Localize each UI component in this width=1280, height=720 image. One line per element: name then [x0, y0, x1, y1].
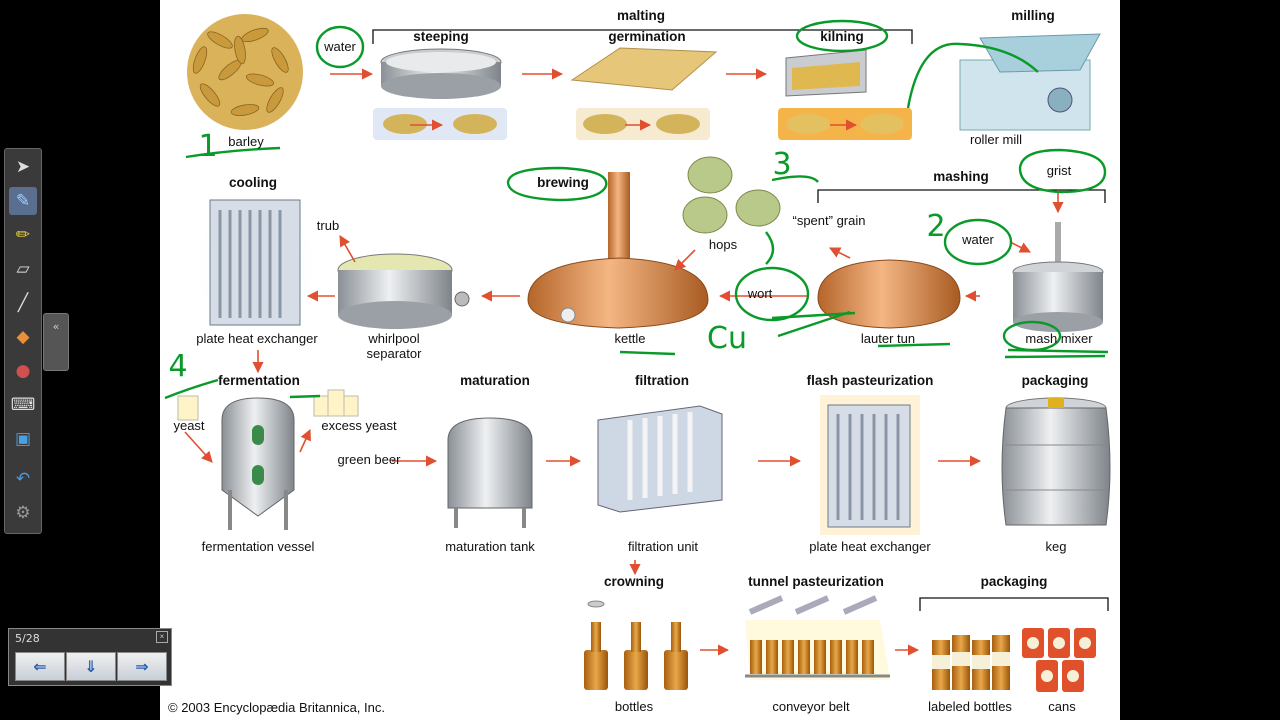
brewing-process-diagram — [164, 14, 1111, 692]
collapse-chevron-icon: « — [52, 320, 60, 333]
annotation-2: 2 — [926, 209, 946, 244]
settings-icon[interactable]: ⚙ — [15, 503, 31, 523]
handwritten-annotations — [164, 19, 1109, 400]
label-mash-mixer: mash mixer — [1025, 331, 1093, 346]
label-green-beer: green beer — [337, 452, 401, 467]
keg — [1001, 397, 1111, 526]
label-trub: trub — [316, 218, 340, 233]
barley-pile — [187, 14, 303, 130]
heading-cooling: cooling — [229, 175, 277, 190]
annotation-1: 1 — [198, 129, 218, 164]
page-menu-button[interactable]: ⇓ — [66, 652, 116, 681]
malting-bracket — [372, 29, 913, 44]
label-conveyor-belt: conveyor belt — [772, 699, 850, 714]
copyright-text: © 2003 Encyclopædia Britannica, Inc. — [168, 700, 385, 715]
heading-milling: milling — [1011, 8, 1055, 23]
toolbar-dock-handle[interactable]: « — [43, 313, 69, 371]
label-filtration-unit: filtration unit — [627, 539, 699, 554]
page-indicator: 5/28 — [15, 632, 40, 645]
label-lauter-tun: lauter tun — [860, 331, 916, 346]
kiln — [778, 49, 912, 140]
heading-packaging: packaging — [1021, 373, 1089, 388]
heading-mashing: mashing — [933, 169, 989, 184]
heading-kilning: kilning — [820, 29, 864, 44]
heading-germination: germination — [608, 29, 686, 44]
label-kettle: kettle — [614, 331, 646, 346]
yeast-cups — [177, 389, 359, 421]
label-plate-heat-exchanger-cooling: plate heat exchanger — [196, 331, 318, 346]
prev-page-button[interactable]: ⇐ — [15, 652, 65, 681]
heading-tunnel-pasteurization: tunnel pasteurization — [748, 574, 884, 589]
note-icon[interactable]: ▣ — [14, 429, 32, 449]
label-bottles: bottles — [614, 699, 654, 714]
fermentation-vessel — [221, 397, 295, 530]
shapes-icon[interactable]: ◆ — [16, 327, 30, 347]
heading-steeping: steeping — [413, 29, 469, 44]
next-page-button[interactable]: ⇒ — [117, 652, 167, 681]
label-excess-yeast: excess yeast — [321, 418, 397, 433]
labeled-bottles — [932, 635, 1010, 690]
label-yeast: yeast — [173, 418, 205, 433]
heading-crowning: crowning — [604, 574, 664, 589]
label-labeled-bottles: labeled bottles — [928, 699, 1012, 714]
label-barley: barley — [228, 134, 264, 149]
steeping-tank — [373, 48, 507, 140]
keyboard-icon[interactable]: ⌨ — [10, 395, 36, 415]
packaging-bracket — [919, 597, 1109, 611]
plate-heat-exchanger-cooling — [190, 195, 320, 335]
heading-fermentation: fermentation — [218, 373, 300, 388]
eraser-icon[interactable]: ▱ — [16, 259, 30, 279]
diagram-slide: 1 3 2 4 Cu malting steeping germination … — [160, 0, 1120, 720]
process-arrows — [184, 68, 1064, 656]
label-maturation-tank: maturation tank — [445, 539, 535, 554]
lauter-tun — [817, 259, 961, 329]
germination-bed — [570, 47, 718, 140]
page-navigator: 5/28 × ⇐ ⇓ ⇒ — [8, 628, 172, 686]
filtration-unit — [597, 405, 723, 513]
label-fermentation-vessel: fermentation vessel — [201, 539, 315, 554]
highlighter-icon[interactable]: ✏ — [15, 225, 31, 245]
label-hops: hops — [708, 237, 738, 252]
label-keg: keg — [1045, 539, 1067, 554]
label-roller-mill: roller mill — [970, 132, 1022, 147]
whirlpool-separator — [337, 253, 470, 329]
roller-mill — [959, 33, 1101, 131]
fill-icon[interactable]: ● — [15, 361, 31, 381]
tunnel-pasteurizer — [745, 595, 890, 680]
label-water: water — [324, 39, 356, 54]
annotation-cu: Cu — [707, 321, 747, 356]
undo-icon[interactable]: ↶ — [15, 469, 31, 489]
label-plate-heat-exchanger-flash: plate heat exchanger — [809, 539, 931, 554]
maturation-tank — [447, 417, 533, 528]
annotation-3: 3 — [772, 147, 792, 182]
label-wort: wort — [747, 286, 773, 301]
cans — [1022, 628, 1096, 692]
heading-flash-pasteurization: flash pasteurization — [806, 373, 934, 388]
mash-mixer — [1012, 222, 1104, 332]
close-icon[interactable]: × — [156, 631, 168, 643]
annotation-toolbar: ➤ ✎ ✏ ▱ ╱ ◆ ● ⌨ ▣ ↶ ⚙ — [4, 148, 42, 534]
heading-malting: malting — [616, 8, 666, 23]
line-icon[interactable]: ╱ — [17, 293, 29, 313]
heading-maturation: maturation — [460, 373, 530, 388]
hops — [682, 156, 781, 234]
label-grist: grist — [1046, 163, 1072, 178]
label-whirlpool-separator: whirlpool separator — [366, 331, 422, 361]
heading-filtration: filtration — [635, 373, 689, 388]
crowning-bottles — [584, 600, 688, 690]
pen-icon[interactable]: ✎ — [9, 187, 37, 215]
brew-kettle — [527, 172, 709, 329]
mashing-bracket — [817, 189, 1106, 203]
annotation-4: 4 — [168, 349, 188, 384]
label-water-mash: water — [962, 232, 994, 247]
label-spent-grain: “spent” grain — [792, 213, 866, 228]
label-cans: cans — [1048, 699, 1076, 714]
heading-packaging-bottom: packaging — [980, 574, 1048, 589]
heading-brewing: brewing — [537, 175, 589, 190]
select-arrow-icon[interactable]: ➤ — [15, 157, 31, 177]
plate-heat-exchanger-flash — [820, 395, 920, 535]
